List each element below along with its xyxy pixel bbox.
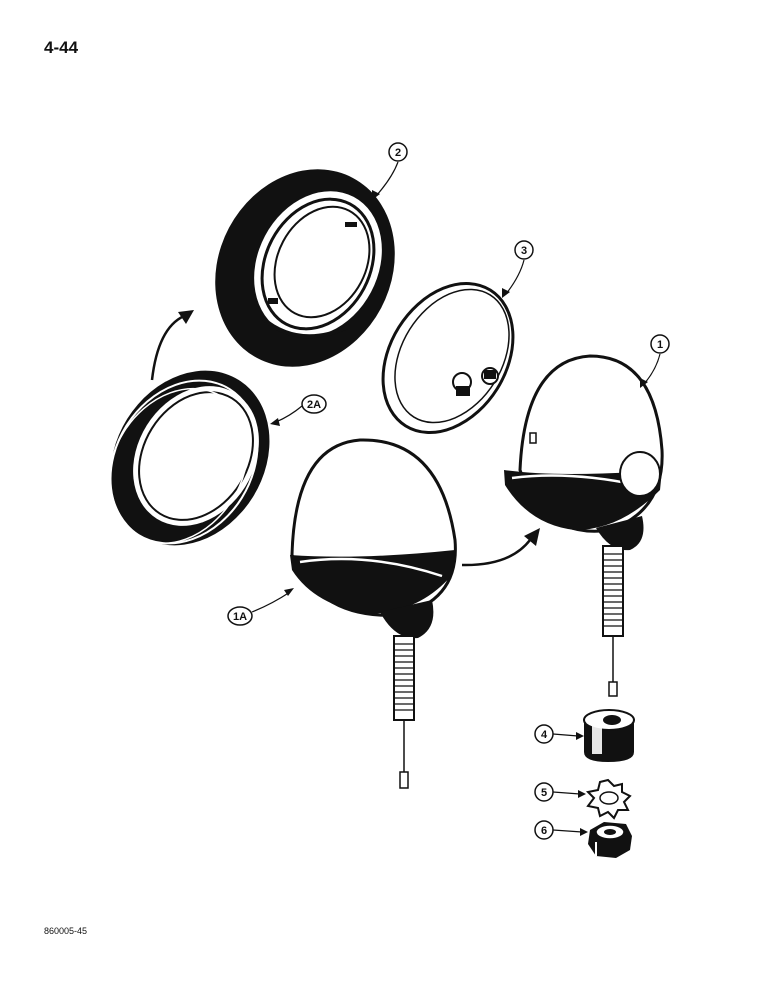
callout-4: 4: [534, 724, 584, 744]
spacer-part: [583, 709, 635, 762]
assembly-arrow-seal-to-rim: [150, 310, 194, 381]
lamp-housing-alt-part: [290, 438, 457, 789]
hex-nut-part: [588, 822, 632, 858]
lamp-housing-part: [504, 354, 664, 697]
sealed-beam-lens-part: [381, 282, 515, 434]
svg-text:1A: 1A: [233, 611, 247, 623]
lock-washer-part: [585, 778, 632, 820]
svg-text:3: 3: [521, 245, 527, 257]
svg-text:2: 2: [395, 147, 401, 159]
svg-text:4: 4: [541, 729, 548, 741]
svg-text:6: 6: [541, 825, 547, 837]
svg-text:2A: 2A: [307, 399, 321, 411]
callout-3: 3: [502, 240, 534, 298]
svg-text:1: 1: [657, 339, 663, 351]
svg-text:5: 5: [541, 787, 547, 799]
callout-1a: 1A: [227, 588, 294, 626]
lamp-rim-part: [215, 169, 395, 367]
callout-1: 1: [640, 334, 670, 388]
callout-5: 5: [534, 782, 586, 802]
callout-2: 2: [372, 142, 408, 200]
rim-seal-ring-part: [107, 370, 270, 546]
assembly-arrow-housing: [461, 528, 540, 567]
callout-6: 6: [534, 820, 588, 840]
page-number: 4-44: [44, 38, 79, 57]
callout-2a: 2A: [270, 394, 327, 426]
figure-code: 860005-45: [44, 926, 88, 936]
